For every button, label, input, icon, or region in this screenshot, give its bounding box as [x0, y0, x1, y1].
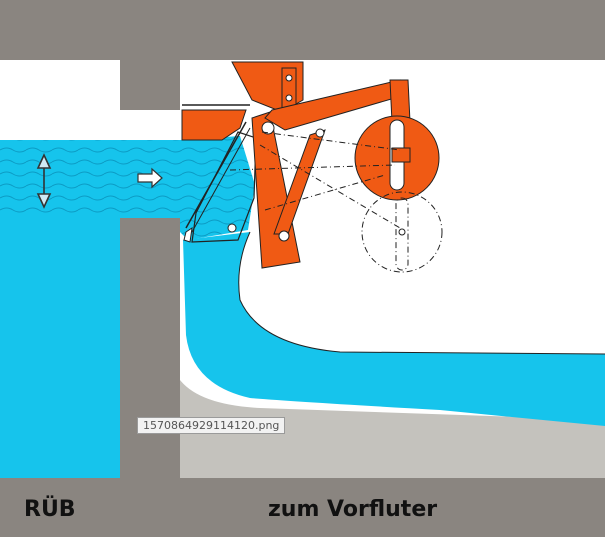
outflow-stream: [183, 232, 605, 426]
lever-slot: [281, 67, 297, 111]
gate-flap-edge: [185, 121, 247, 229]
lower-pivot: [278, 230, 290, 242]
gate-lip: [183, 226, 193, 243]
outlet-label: zum Vorfluter: [268, 497, 438, 522]
gate-flap-outline: [191, 131, 257, 243]
left-basin-wave-zone: [0, 140, 120, 218]
lever-bolt-bottom: [285, 94, 293, 102]
separating-wall: [120, 218, 180, 478]
gate-flap-inner-edge: [191, 127, 251, 233]
double-arrow-vertical-icon: [36, 153, 52, 209]
alternate-pivot: [398, 228, 406, 236]
flap-gate: [181, 104, 257, 243]
main-pivot: [261, 121, 275, 135]
gate-hinge-pin: [227, 223, 237, 233]
counterweight-lever: [231, 61, 440, 269]
image-filename-tag: 1570864929114120.png: [137, 417, 286, 434]
outflow-surface-line: [238, 231, 605, 355]
upper-gate-housing: [181, 109, 247, 141]
flow-direction-arrow-icon: [137, 167, 163, 189]
lever-bolt-top: [285, 74, 293, 82]
strut-pivot: [315, 128, 325, 138]
outlet-floor: [180, 380, 605, 478]
alternate-position-outline: [229, 131, 443, 273]
gate-wave-zone: [180, 136, 255, 240]
basin-label: RÜB: [24, 497, 76, 522]
counterweight-adjuster: [391, 147, 411, 163]
